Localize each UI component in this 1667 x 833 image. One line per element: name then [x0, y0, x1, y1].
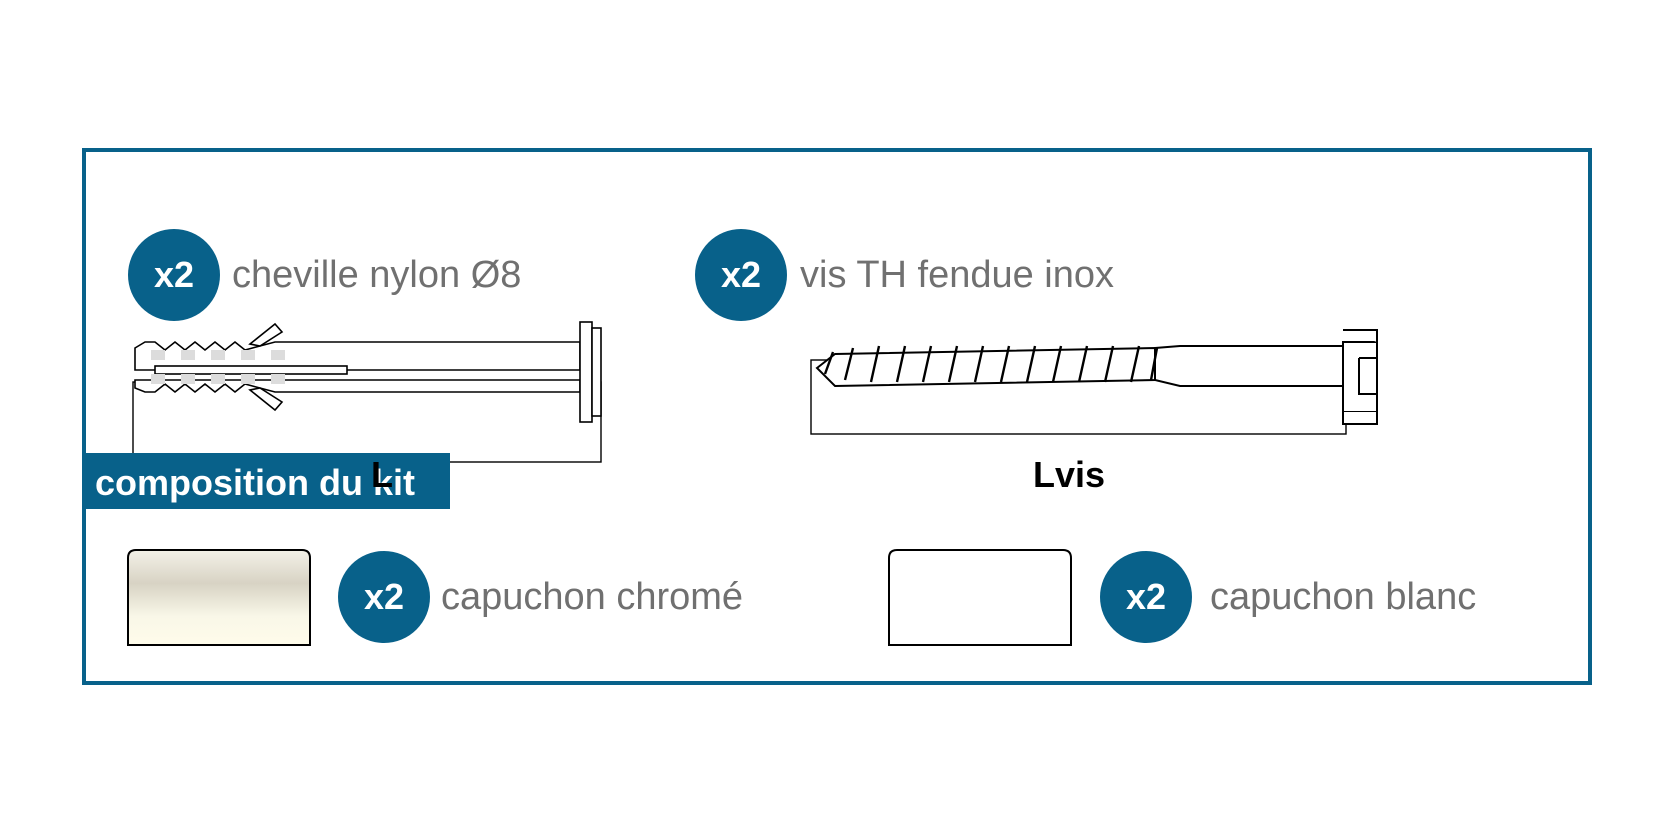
dimension-label-l: L [371, 454, 393, 495]
quantity-text: x2 [363, 576, 405, 617]
item-label-vis: vis TH fendue inox [800, 254, 1115, 296]
quantity-badge-capuchon-chrome: x2 [338, 551, 430, 643]
kit-frame [82, 148, 1592, 685]
quantity-text: x2 [720, 254, 762, 295]
white-cap-illustration [888, 549, 1072, 646]
quantity-badge-capuchon-blanc: x2 [1100, 551, 1192, 643]
item-label-capuchon-chrome: capuchon chromé [441, 576, 744, 618]
kit-title-banner: composition du kit [82, 453, 450, 509]
dimension-label-lvis: Lvis [1033, 454, 1106, 495]
quantity-text: x2 [153, 254, 195, 295]
quantity-badge-vis: x2 [695, 229, 787, 321]
item-label-capuchon-blanc: capuchon blanc [1210, 576, 1477, 618]
chrome-cap-illustration [127, 549, 311, 646]
item-label-cheville: cheville nylon Ø8 [232, 254, 522, 296]
quantity-badge-cheville: x2 [128, 229, 220, 321]
quantity-text: x2 [1125, 576, 1167, 617]
screw-illustration [810, 329, 1378, 435]
wall-plug-illustration [132, 321, 602, 463]
